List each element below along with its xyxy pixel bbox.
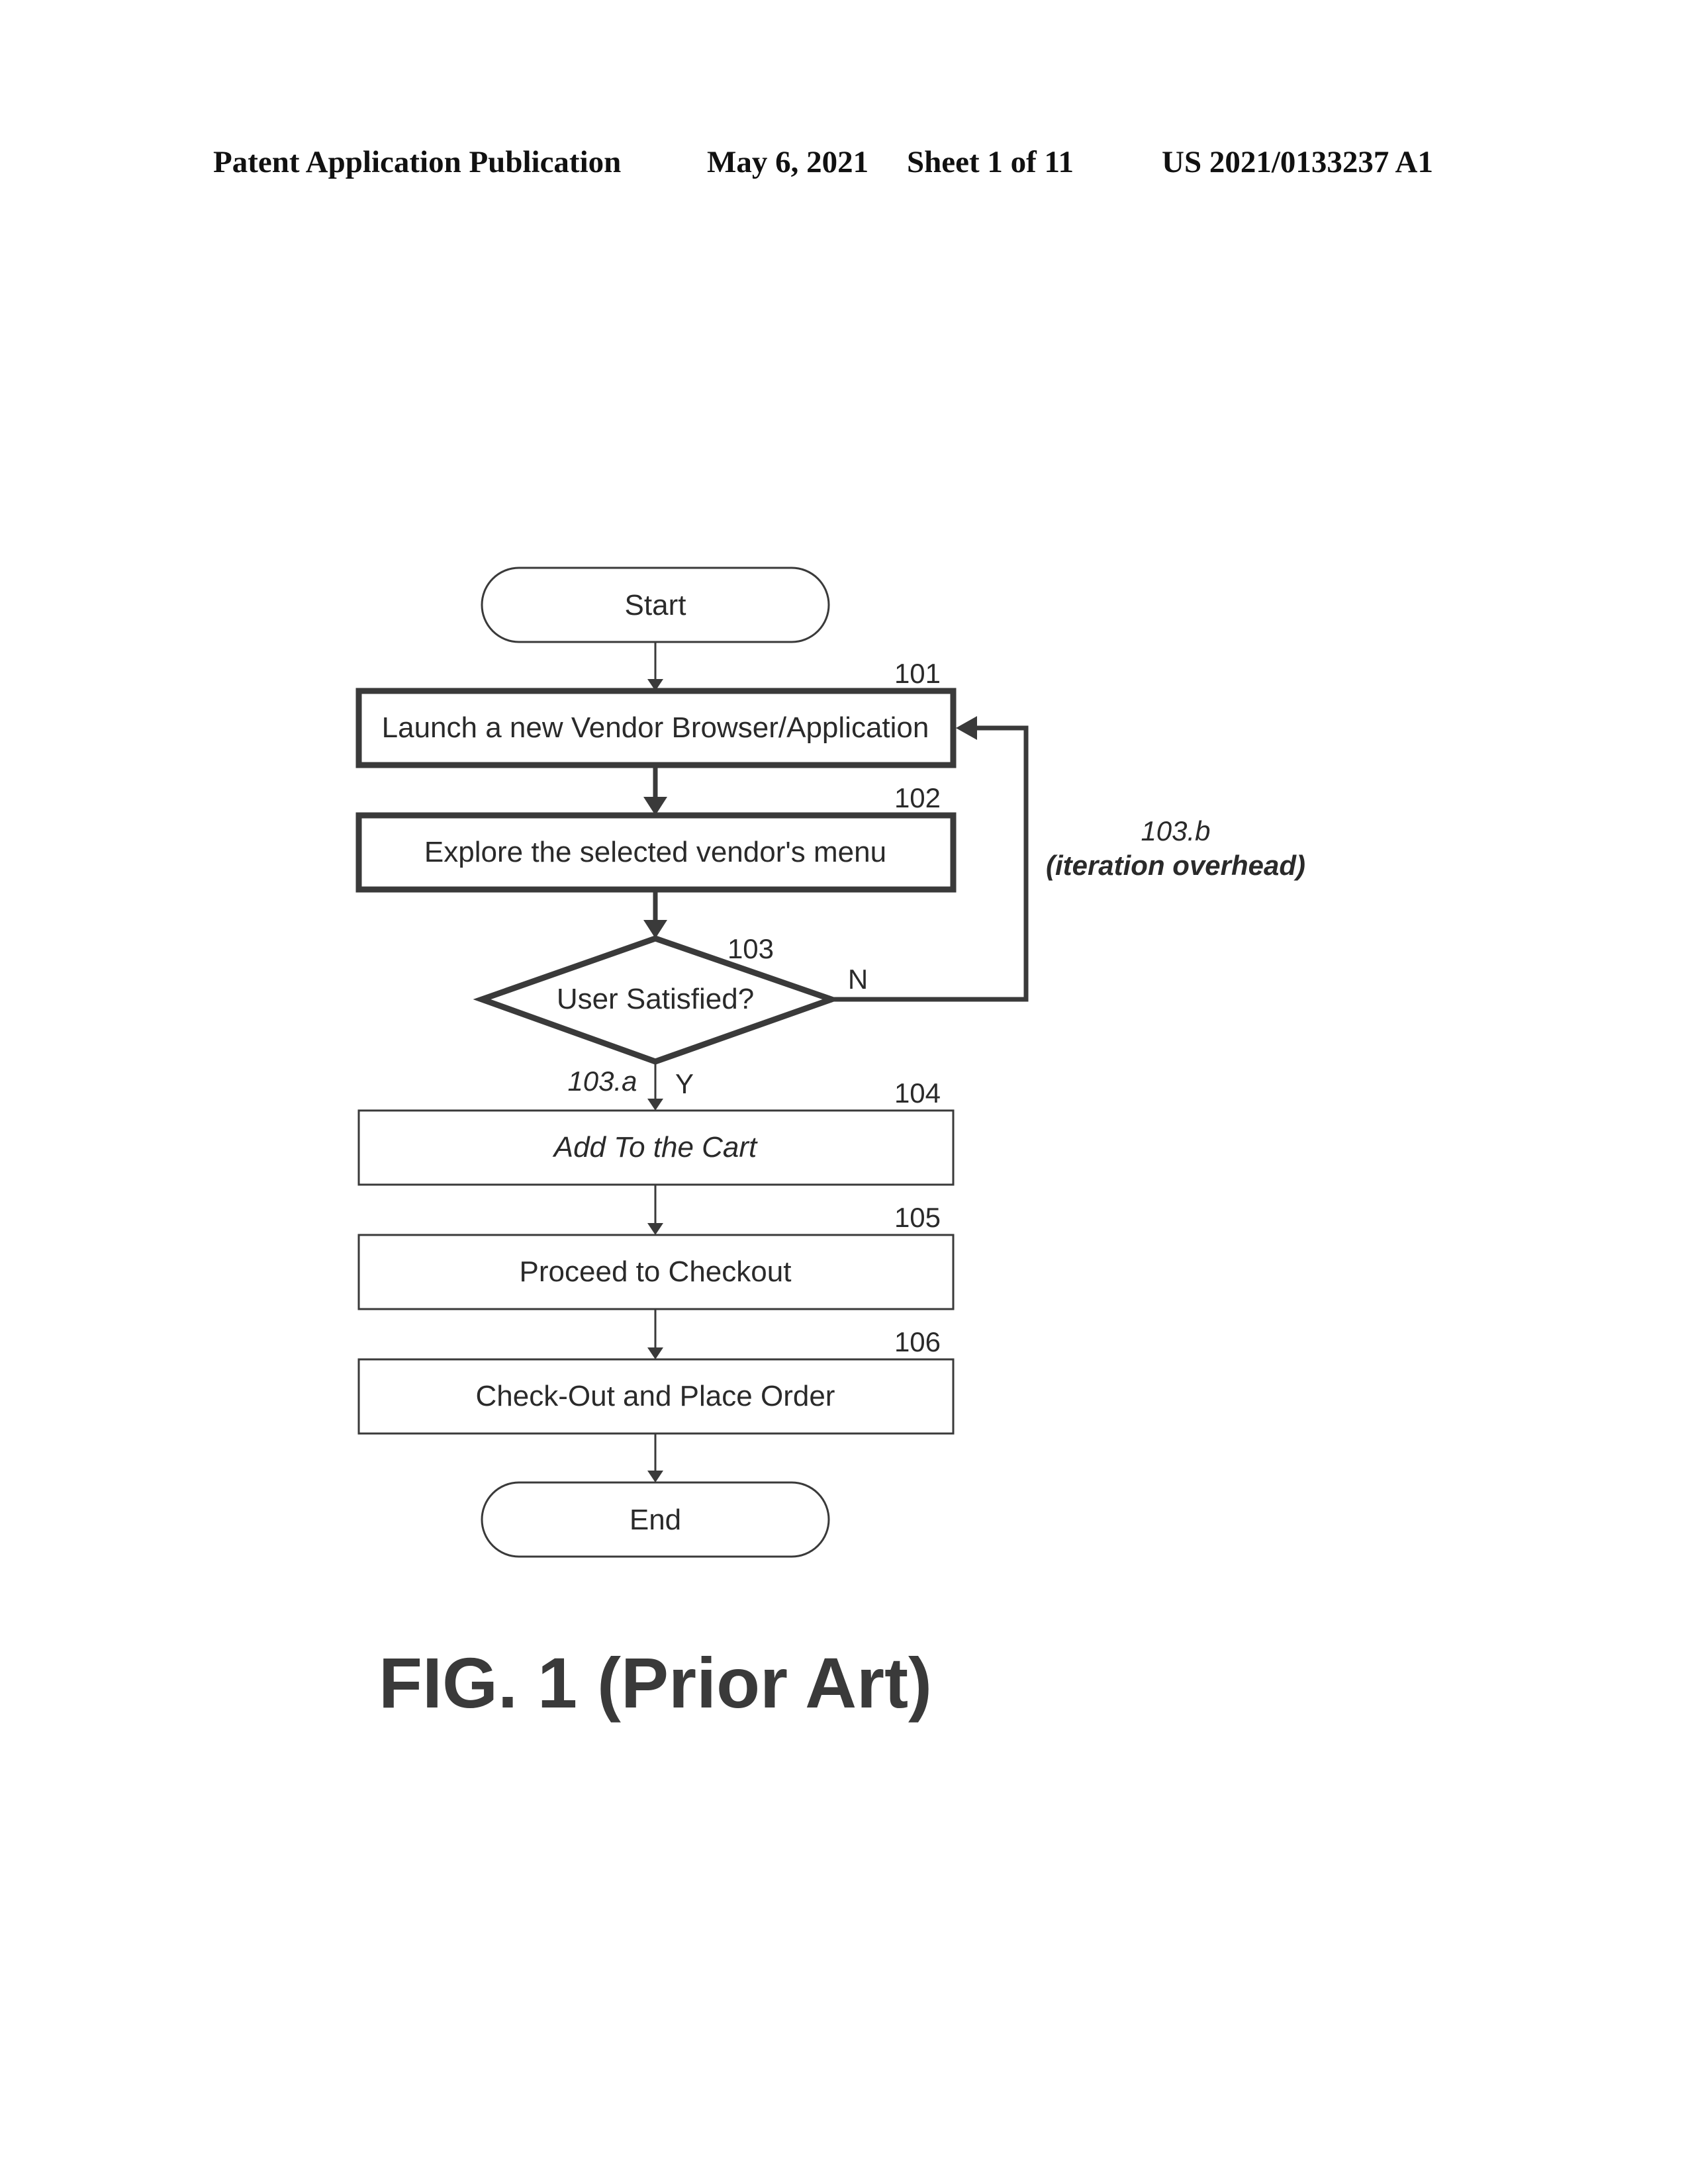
arrowhead	[647, 1347, 663, 1359]
arrowhead	[647, 1471, 663, 1482]
decision-yes-label: Y	[675, 1068, 694, 1099]
step-102-label: Explore the selected vendor's menu	[424, 836, 886, 868]
loop-ref: 103.b	[1141, 815, 1210, 846]
ref-104: 104	[894, 1077, 941, 1109]
decision-no-label: N	[848, 964, 868, 995]
end-label: End	[630, 1504, 681, 1536]
step-105-label: Proceed to Checkout	[520, 1255, 792, 1288]
arrowhead	[647, 1099, 663, 1111]
start-label: Start	[625, 589, 686, 621]
ref-106: 106	[894, 1326, 941, 1357]
step-101-label: Launch a new Vendor Browser/Application	[382, 711, 929, 744]
decision-label: User Satisfied?	[557, 983, 754, 1015]
yes-ref: 103.a	[567, 1066, 637, 1097]
ref-103: 103	[727, 933, 774, 964]
step-104-label: Add To the Cart	[552, 1131, 758, 1163]
ref-101: 101	[894, 658, 941, 689]
loop-note: (iteration overhead)	[1046, 850, 1305, 881]
arrowhead	[647, 1223, 663, 1235]
figure-caption: FIG. 1 (Prior Art)	[379, 1643, 932, 1723]
arrowhead	[956, 716, 977, 740]
ref-105: 105	[894, 1202, 941, 1233]
ref-102: 102	[894, 782, 941, 813]
step-106-label: Check-Out and Place Order	[476, 1380, 835, 1412]
